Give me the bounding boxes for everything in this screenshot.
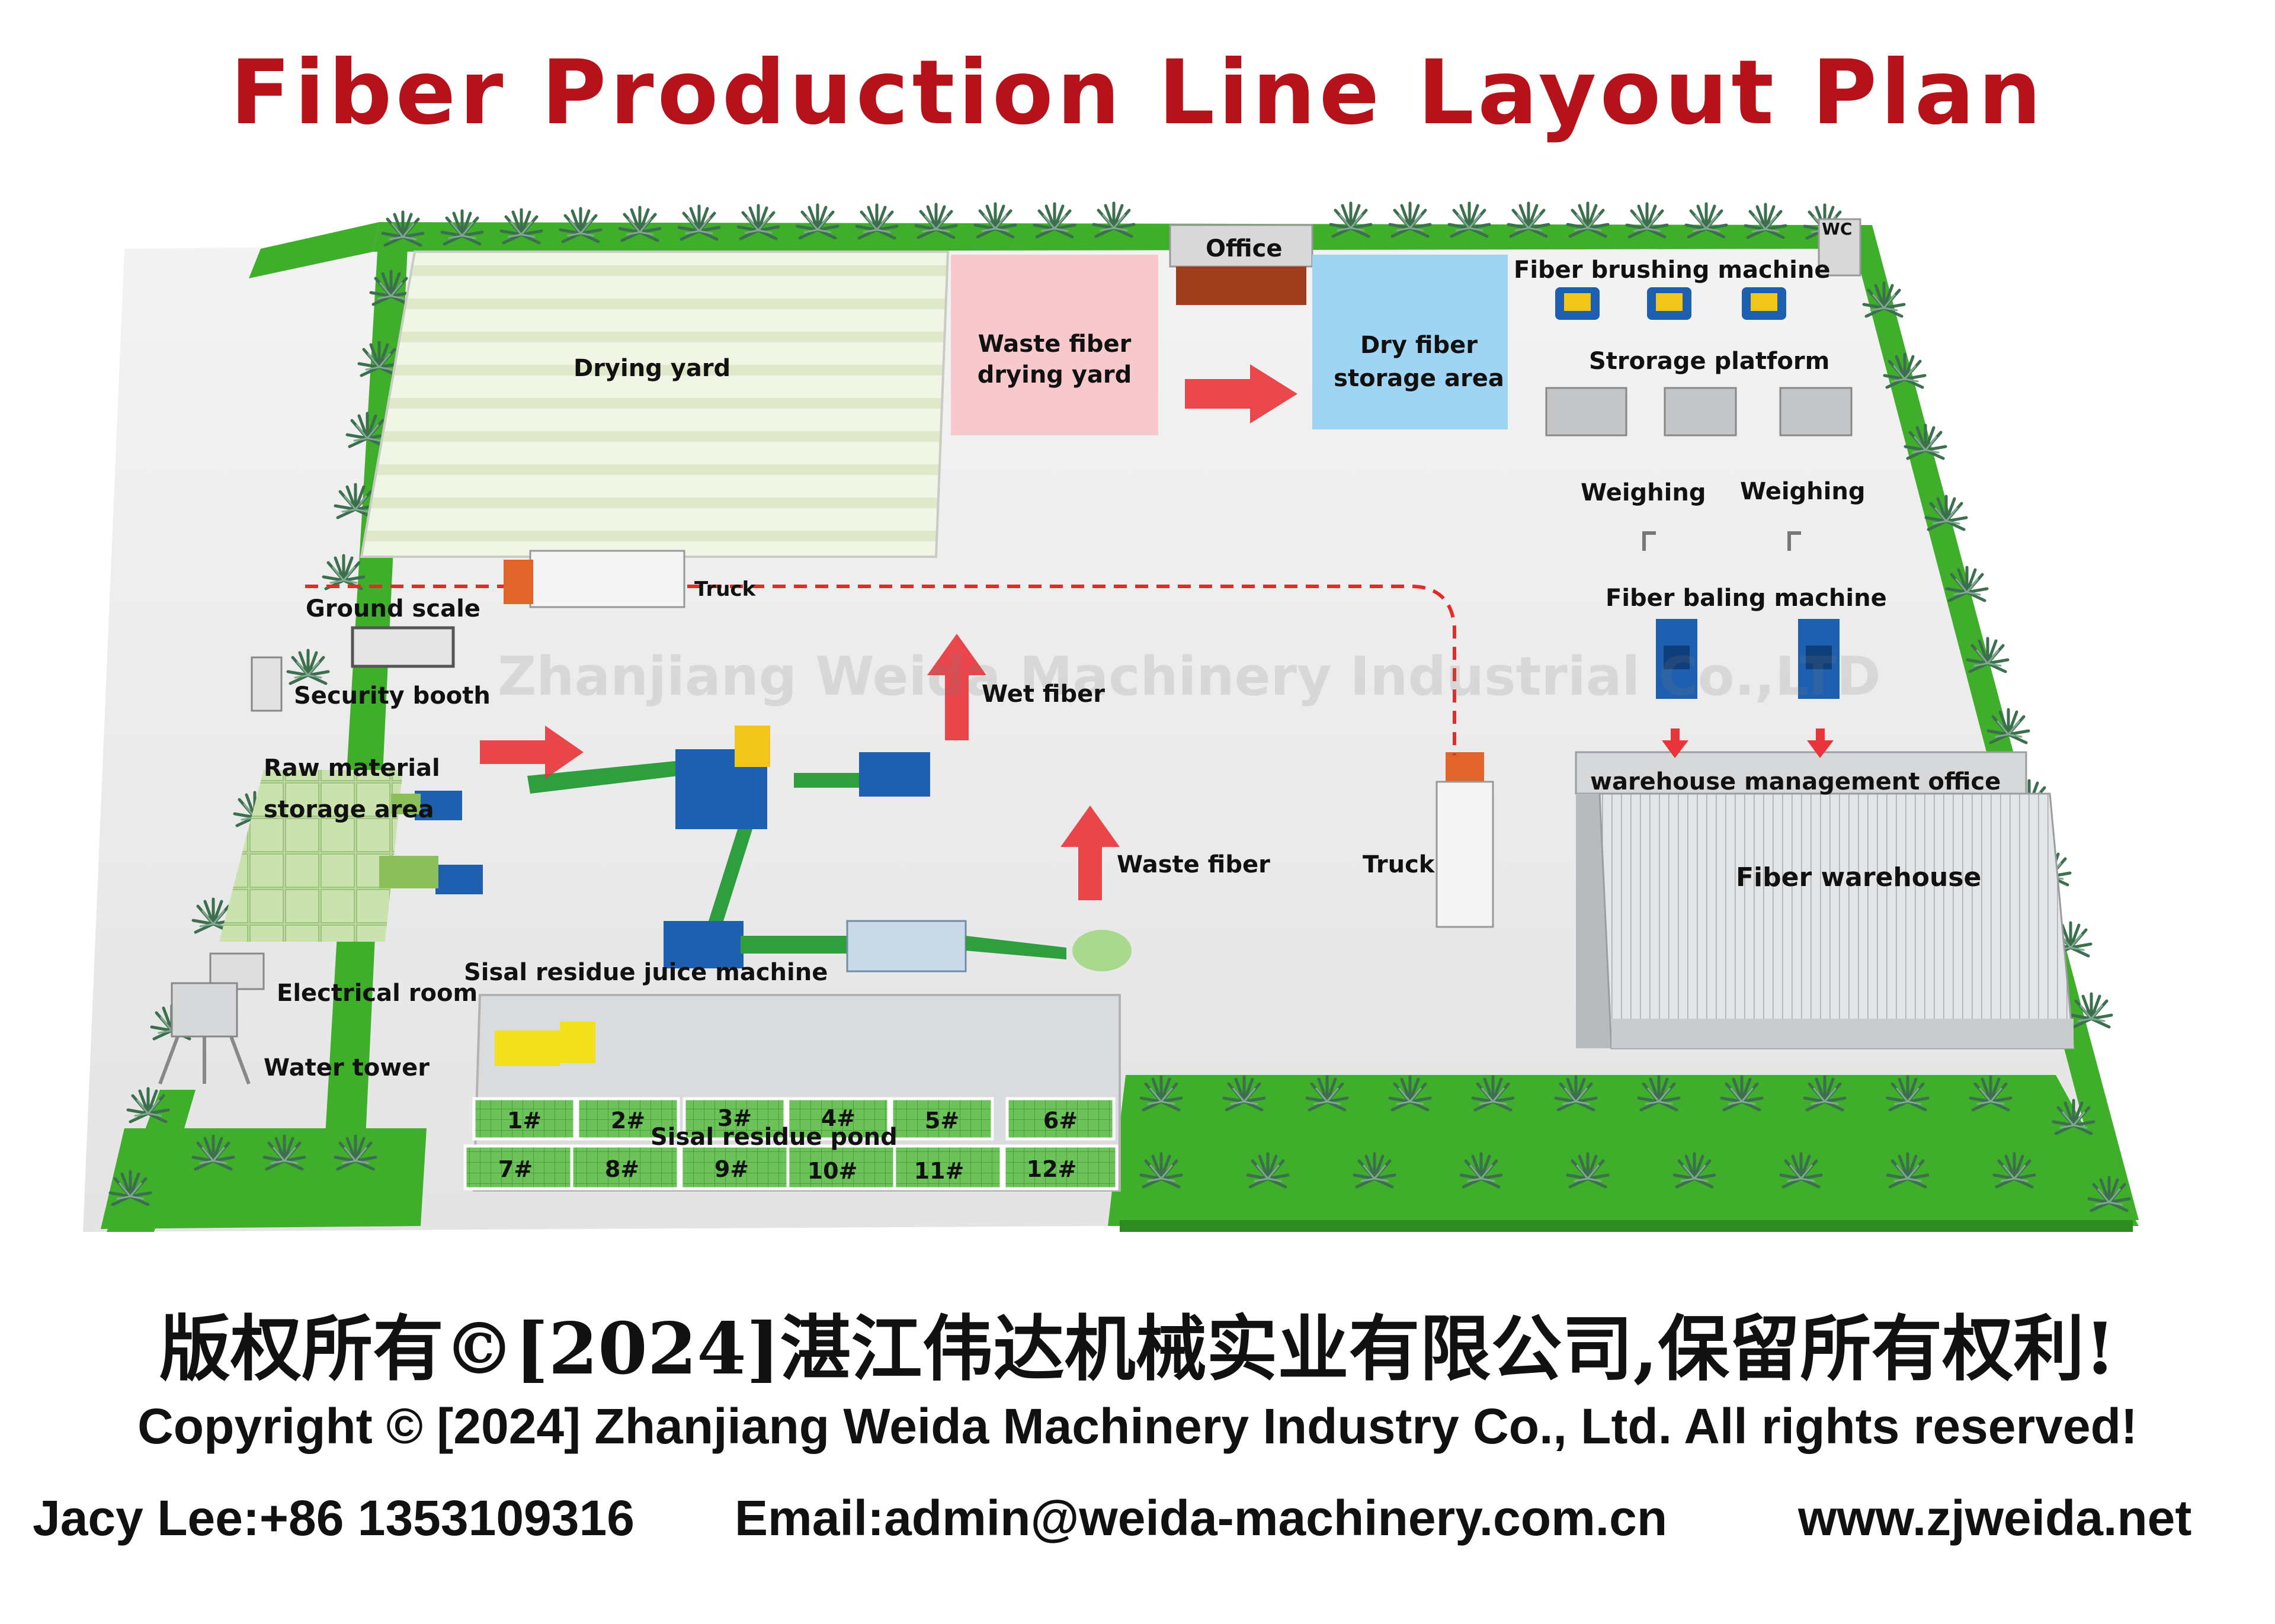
pond-number: 7#	[498, 1156, 533, 1182]
raw-material-bales	[219, 770, 403, 942]
flow-arrows	[480, 364, 1834, 900]
security-booth	[251, 656, 283, 712]
contact-email[interactable]: Email:admin@weida-machinery.com.cn	[735, 1490, 1668, 1546]
label-dry-fiber-storage-area: Dry fiber storage area	[1334, 332, 1504, 392]
label-electrical-room: Electrical room	[277, 980, 478, 1007]
truck-route-dashed	[305, 585, 1456, 755]
label-warehouse-management-office: warehouse management office	[1590, 768, 2001, 795]
copyright-english: Copyright © [2024] Zhanjiang Weida Machi…	[137, 1398, 2138, 1454]
pond-number: 1#	[507, 1108, 542, 1134]
label-office: Office	[1206, 235, 1283, 262]
copyright-chinese: 版权所有©[2024]湛江伟达机械实业有限公司,保留所有权利!	[159, 1307, 2116, 1391]
watermark-text: Zhanjiang Weida Machinery Industrial Co.…	[498, 646, 1881, 708]
contact-phone: Jacy Lee:+86 1353109316	[33, 1490, 635, 1546]
label-security-booth: Security booth	[294, 682, 491, 710]
label-storage-platform: Strorage platform	[1589, 348, 1830, 375]
page-title: Fiber Production Line Layout Plan	[230, 41, 2045, 145]
fiber-warehouse	[1575, 751, 2075, 1049]
wc-building	[1818, 218, 1861, 277]
label-drying-yard: Drying yard	[573, 355, 731, 382]
fiber-baling-machines	[1656, 619, 1840, 699]
label-sisal-residue-juice-machine: Sisal residue juice machine	[464, 959, 828, 986]
ground-scale	[351, 626, 455, 668]
fiber-brushing-machines	[1555, 287, 1786, 320]
water-tower	[158, 982, 251, 1085]
label-waste-fiber-drying-yard: Waste fiber drying yard	[977, 330, 1132, 389]
label-fiber-warehouse: Fiber warehouse	[1736, 862, 1982, 893]
label-water-tower: Water tower	[264, 1054, 430, 1081]
label-wet-fiber: Wet fiber	[982, 681, 1106, 708]
dry-fiber-storage-area	[1312, 255, 1508, 429]
loader	[495, 1022, 595, 1066]
label-waste-fiber: Waste fiber	[1117, 851, 1270, 878]
website-link[interactable]: www.zjweida.net	[1798, 1490, 2192, 1546]
pond-number: 2#	[610, 1108, 646, 1134]
label-fiber-brushing-machine: Fiber brushing machine	[1514, 256, 1831, 284]
pond-number: 8#	[604, 1156, 640, 1182]
label-truck-right: Truck	[1363, 851, 1435, 878]
pond-number: 12#	[1026, 1156, 1077, 1182]
weighing-scales	[1642, 531, 1801, 551]
production-line	[527, 726, 1132, 973]
truck-top	[504, 550, 685, 608]
waste-fiber-drying-yard	[951, 255, 1158, 435]
pond-number: 3#	[717, 1105, 752, 1131]
pond-grid	[463, 1097, 1119, 1190]
label-fiber-baling-machine: Fiber baling machine	[1606, 585, 1887, 612]
truck-right	[1436, 752, 1494, 928]
label-weighing-right: Weighing	[1740, 478, 1866, 505]
pond-number: 5#	[924, 1108, 960, 1134]
pond-number: 11#	[914, 1158, 965, 1184]
label-weighing-left: Weighing	[1581, 479, 1706, 506]
label-raw-material-storage-area: Raw material storage area	[264, 755, 440, 823]
label-truck-top: Truck	[694, 577, 756, 601]
storage-platforms	[1545, 387, 1853, 437]
label-sisal-residue-pond: Sisal residue pond	[651, 1124, 898, 1151]
pond-number: 4#	[821, 1105, 856, 1131]
drying-yard	[360, 251, 950, 558]
label-ground-scale: Ground scale	[306, 595, 480, 622]
raw-material-trucks	[379, 791, 483, 894]
label-wc: WC	[1822, 219, 1853, 239]
office-building	[1169, 224, 1313, 268]
pond-number: 9#	[714, 1156, 749, 1182]
pond-number: 10#	[807, 1158, 858, 1184]
pond-number: 6#	[1043, 1108, 1078, 1134]
